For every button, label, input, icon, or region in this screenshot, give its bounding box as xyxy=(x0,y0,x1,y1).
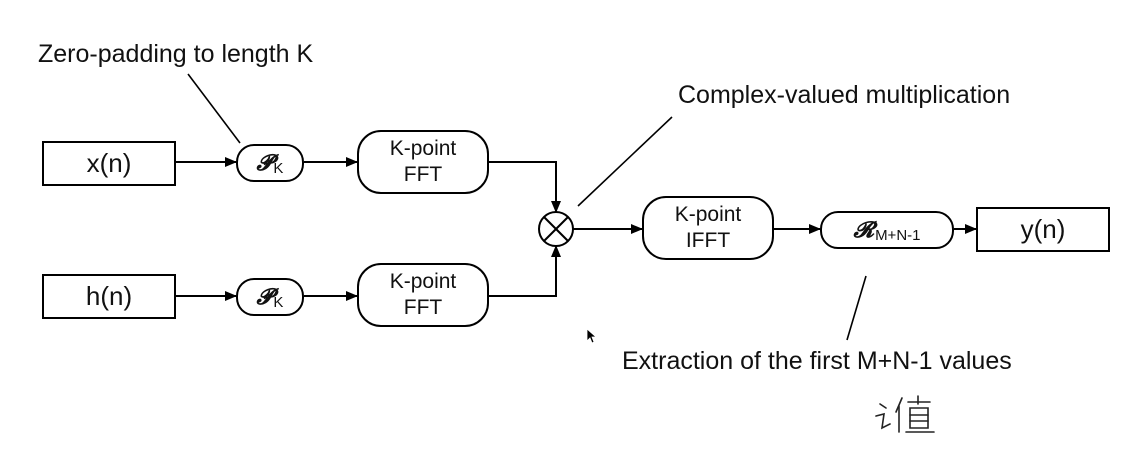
input-h-box: h(n) xyxy=(42,274,176,319)
pad-symbol: 𝓟 xyxy=(256,150,273,176)
input-x-label: x(n) xyxy=(86,148,132,178)
ifft-block: K-point IFFT xyxy=(642,196,774,260)
pad-symbol: 𝓟 xyxy=(256,284,273,310)
annotation-multiplication: Complex-valued multiplication xyxy=(678,81,1011,109)
multiply-circle-icon xyxy=(538,211,574,247)
leader-zero-padding xyxy=(187,73,241,144)
leader-multiplication xyxy=(577,116,673,207)
arrow-fft-bottom-to-mult xyxy=(489,245,561,297)
extract-symbol: 𝓡 xyxy=(853,217,875,243)
annotation-zero-padding: Zero-padding to length K xyxy=(38,40,314,68)
annotation-extraction: Extraction of the first M+N-1 values xyxy=(622,347,1012,375)
fft-line1: K-point xyxy=(389,270,457,293)
fft-line2: FFT xyxy=(403,296,443,319)
output-y-label: y(n) xyxy=(1020,214,1066,244)
handwritten-note-icon xyxy=(875,395,935,433)
pad-subscript: K xyxy=(273,293,284,311)
fft-block-top: K-point FFT xyxy=(357,130,489,194)
input-h-label: h(n) xyxy=(85,281,133,311)
extract-subscript: M+N-1 xyxy=(875,226,921,244)
fft-line1: K-point xyxy=(389,137,457,160)
arrow-fft-top-to-mult xyxy=(489,161,561,213)
fft-line2: FFT xyxy=(403,163,443,186)
leader-extraction xyxy=(846,275,867,341)
ifft-line2: IFFT xyxy=(685,229,731,252)
output-y-box: y(n) xyxy=(976,207,1110,252)
input-x-box: x(n) xyxy=(42,141,176,186)
mouse-cursor-icon xyxy=(586,328,598,344)
pad-subscript: K xyxy=(273,159,284,177)
fft-block-bottom: K-point FFT xyxy=(357,263,489,327)
ifft-line1: K-point xyxy=(674,203,742,226)
